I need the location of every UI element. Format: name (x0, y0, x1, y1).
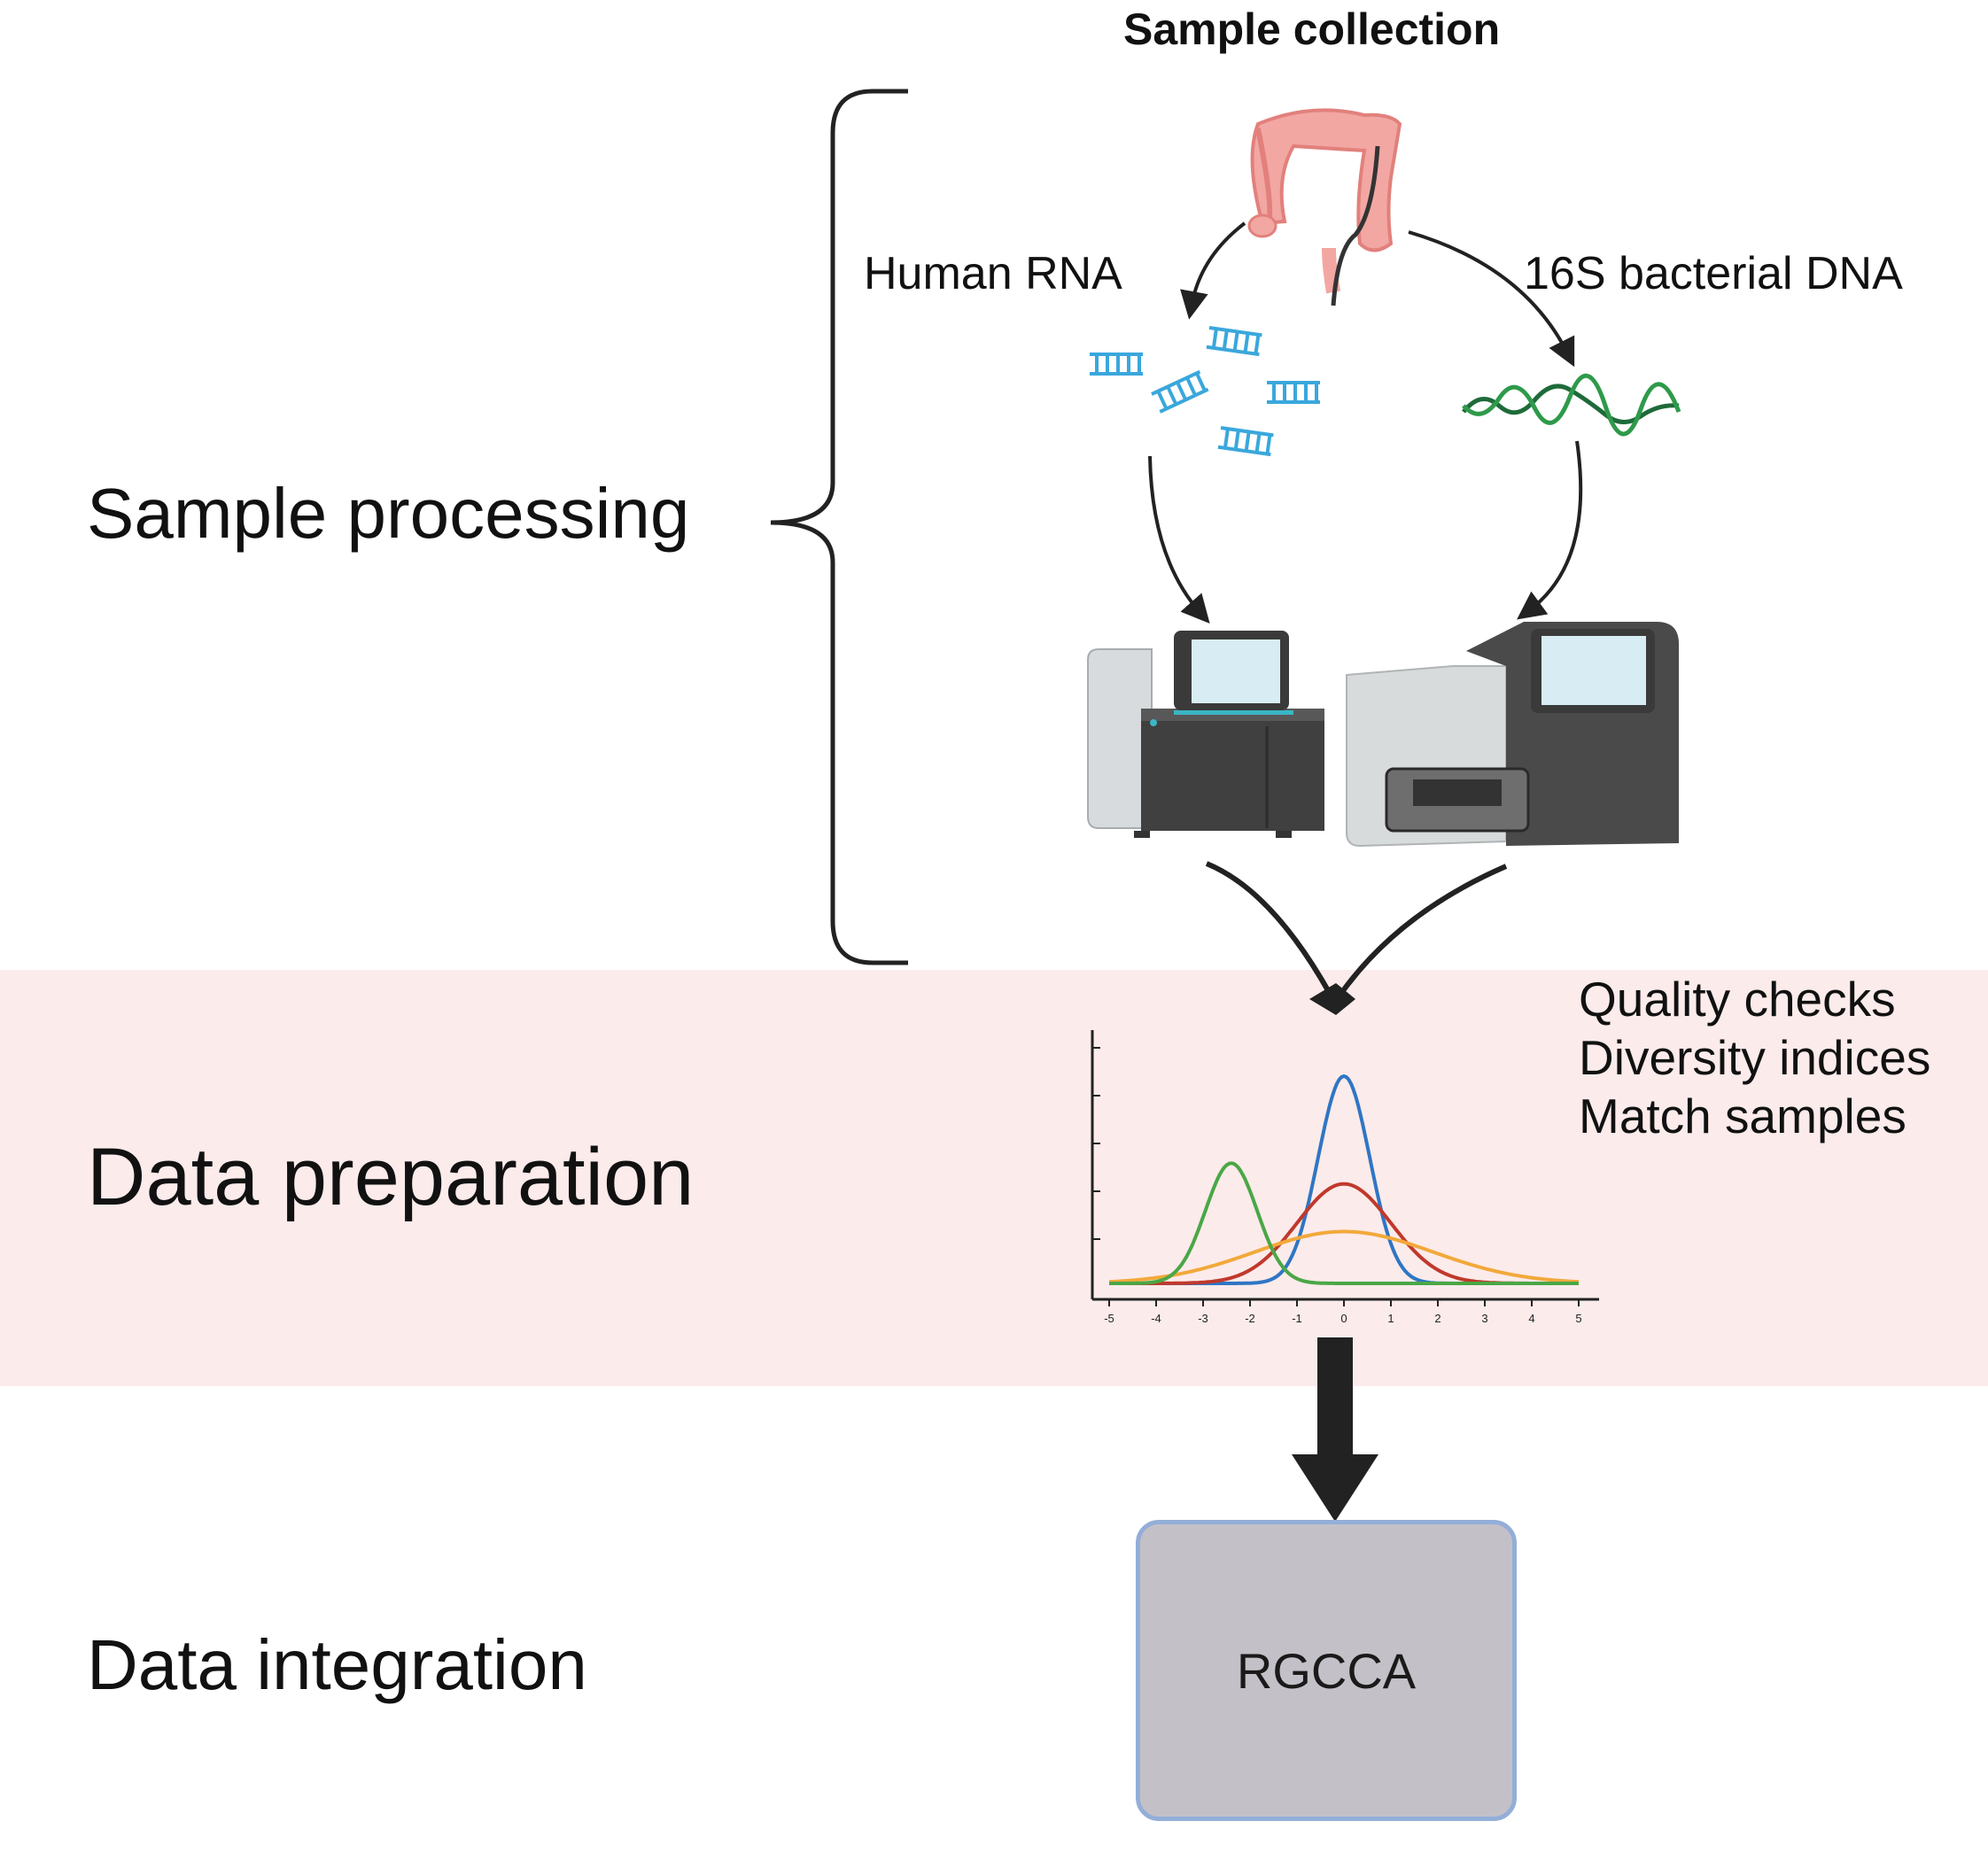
arrow-merge-right (1340, 864, 1508, 994)
processing-brace (770, 89, 908, 965)
colon-icon (1247, 108, 1402, 306)
arrow-to-dna (1408, 230, 1575, 368)
sequencer-icon-right (1346, 622, 1679, 848)
arrow-to-rna (1180, 221, 1246, 320)
distribution-chart: -5 -4 -3 -2 -1 0 1 2 3 4 5 (1091, 1030, 1599, 1325)
branch-label-left: Human RNA (864, 248, 1122, 299)
data-preparation-band (0, 970, 1988, 1386)
stage-data-preparation: Data preparation (87, 1132, 695, 1222)
x-tick-label-4: -1 (1292, 1312, 1302, 1325)
method-box: RGCCA (1136, 1520, 1517, 1821)
rna-icon (1090, 326, 1320, 457)
stage-sample-processing: Sample processing (87, 474, 690, 553)
x-tick-label-5: 0 (1340, 1312, 1347, 1325)
series-line-3 (1109, 1161, 1579, 1285)
x-tick-label-3: -2 (1245, 1312, 1255, 1325)
x-tick-label-0: -5 (1104, 1312, 1114, 1325)
arrow-rna-to-sequencer (1148, 455, 1210, 624)
arrow-to-integration-shaft (1317, 1337, 1353, 1457)
method-label: RGCCA (1236, 1642, 1417, 1699)
series-line-0 (1109, 1073, 1579, 1285)
step-match-samples: Match samples (1579, 1089, 1906, 1143)
dna-helix-icon (1462, 374, 1681, 437)
arrow-dna-to-sequencer (1517, 440, 1583, 620)
step-quality-checks: Quality checks (1579, 972, 1896, 1027)
arrow-to-integration-head (1292, 1454, 1378, 1522)
x-tick-label-1: -4 (1151, 1312, 1161, 1325)
sequencer-icon-left (1087, 631, 1324, 838)
arrow-merge-head (1309, 983, 1355, 1015)
arrow-merge-left (1205, 861, 1332, 994)
stage-data-integration: Data integration (87, 1625, 587, 1704)
series-line-2 (1108, 1229, 1580, 1284)
x-tick-label-7: 2 (1434, 1312, 1441, 1325)
branch-label-right: 16S bacterial DNA (1524, 248, 1903, 299)
x-tick-label-10: 5 (1575, 1312, 1581, 1325)
x-tick-label-8: 3 (1481, 1312, 1487, 1325)
x-tick-label-9: 4 (1528, 1312, 1534, 1325)
x-tick-label-2: -3 (1198, 1312, 1208, 1325)
diagram-title: Sample collection (1123, 4, 1501, 54)
x-tick-label-6: 1 (1387, 1312, 1394, 1325)
preparation-steps: Quality checks Diversity indices Match s… (1579, 970, 1930, 1145)
step-diversity-indices: Diversity indices (1579, 1030, 1931, 1085)
